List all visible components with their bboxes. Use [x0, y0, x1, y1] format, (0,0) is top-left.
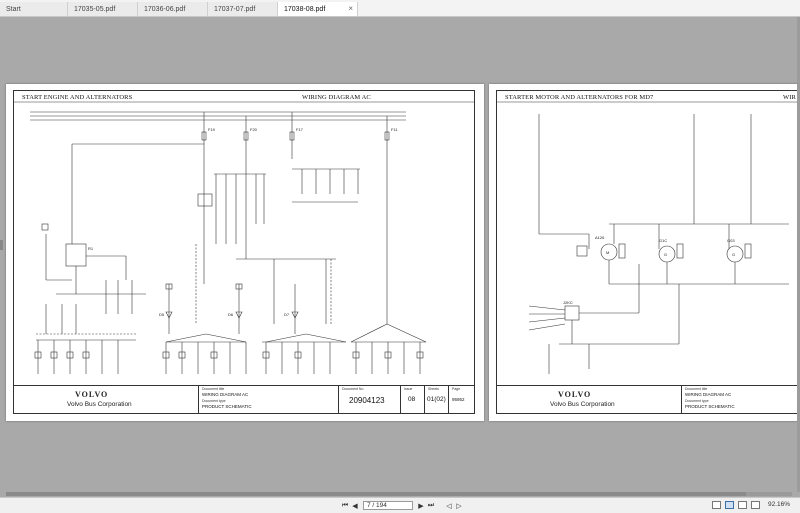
page-cell: Page 95952 [448, 386, 476, 414]
fuse-label-f19: F19 [208, 127, 216, 132]
component-label-a126: A126 [595, 235, 605, 240]
cover-view-icon[interactable] [751, 501, 760, 509]
issue-number: 08 [408, 396, 416, 403]
page-heading-left: START ENGINE AND ALTERNATORS [22, 94, 133, 101]
vertical-scrollbar[interactable] [797, 17, 800, 492]
tab-17038-08[interactable]: 17038-08.pdf × [278, 2, 358, 16]
volvo-logo: VOLVO [558, 390, 592, 399]
wiring-schematic: F19 F20 F17 F11 R1 D5 D6 D7 [14, 101, 474, 374]
single-page-view-icon[interactable] [712, 501, 721, 509]
component-label-r1: R1 [88, 246, 94, 251]
tab-label: 17035-05.pdf [74, 5, 116, 13]
tab-label: Start [6, 5, 21, 13]
status-toolbar: ⏮ ◀ 7 / 194 ▶ ⏭ ◁ ▷ 92.16% [0, 497, 800, 513]
title-block: VOLVO Volvo Bus Corporation Document tit… [496, 385, 800, 414]
issue-cell: Issue 08 [400, 386, 425, 414]
doc-type: PRODUCT SCHEMATIC [685, 404, 735, 409]
tab-bar: Start 17035-05.pdf 17036-06.pdf 17037-07… [0, 0, 800, 17]
fuse-label-f20: F20 [250, 127, 258, 132]
page-heading-left: STARTER MOTOR AND ALTERNATORS FOR MD7 [505, 94, 654, 101]
sheet-number: 01(02) [427, 396, 446, 403]
page-navigation: ⏮ ◀ 7 / 194 ▶ ⏭ ◁ ▷ [340, 500, 464, 511]
doc-title-cell: Document title WIRING DIAGRAM AC Documen… [681, 386, 800, 414]
pdf-page-1: START ENGINE AND ALTERNATORS WIRING DIAG… [6, 84, 484, 421]
doc-title: WIRING DIAGRAM AC [685, 392, 732, 397]
page-number-input[interactable]: 7 / 194 [363, 501, 413, 510]
component-label-g03: G03 [727, 238, 735, 243]
doc-title: WIRING DIAGRAM AC [202, 392, 249, 397]
page-frame [496, 90, 800, 414]
doc-type: PRODUCT SCHEMATIC [202, 404, 252, 409]
fuse-label-f11: F11 [391, 127, 398, 132]
component-label-d6: D6 [228, 312, 234, 317]
corporation-name: Volvo Bus Corporation [67, 401, 132, 408]
prev-page-icon[interactable]: ◀ [352, 502, 358, 510]
facing-view-icon[interactable] [738, 501, 747, 509]
fuse-label-f17: F17 [296, 127, 304, 132]
horizontal-scrollbar[interactable] [6, 492, 792, 496]
scrollbar-thumb[interactable] [6, 492, 746, 496]
tab-label: 17036-06.pdf [144, 5, 186, 13]
doc-title-cell: Document title WIRING DIAGRAM AC Documen… [198, 386, 339, 414]
corporation-name: Volvo Bus Corporation [550, 401, 615, 408]
starter-schematic: A126 G1C G03 J2KC M G G [497, 101, 800, 374]
component-label-d7: D7 [284, 312, 290, 317]
motor-symbol: M [606, 250, 609, 255]
doc-number: 20904123 [349, 396, 385, 405]
zoom-level[interactable]: 92.16% [767, 501, 790, 508]
component-label-g1c: G1C [659, 238, 667, 243]
generator-symbol: G [732, 252, 735, 257]
page-frame [13, 90, 475, 414]
tab-17036-06[interactable]: 17036-06.pdf [138, 2, 208, 16]
continuous-view-icon[interactable] [725, 501, 734, 509]
generator-symbol: G [664, 252, 667, 257]
first-page-icon[interactable]: ⏮ [341, 501, 349, 509]
document-workspace[interactable]: START ENGINE AND ALTERNATORS WIRING DIAG… [0, 17, 800, 497]
forward-icon[interactable]: ▷ [456, 502, 462, 510]
volvo-logo: VOLVO [75, 390, 109, 399]
tab-start[interactable]: Start [0, 2, 68, 16]
tab-17037-07[interactable]: 17037-07.pdf [208, 2, 278, 16]
title-block: VOLVO Volvo Bus Corporation Document tit… [13, 385, 475, 414]
component-label-j2kc: J2KC [563, 300, 573, 305]
page-heading-right: WIR [783, 94, 796, 101]
tab-17035-05[interactable]: 17035-05.pdf [68, 2, 138, 16]
next-page-icon[interactable]: ▶ [418, 502, 424, 510]
splitter-handle[interactable] [0, 240, 3, 250]
sheet-cell: Sheets 01(02) [424, 386, 449, 414]
close-icon[interactable]: × [348, 4, 353, 13]
tab-label: 17037-07.pdf [214, 5, 256, 13]
back-icon[interactable]: ◁ [446, 502, 452, 510]
doc-number-cell: Document No 20904123 [338, 386, 401, 414]
last-page-icon[interactable]: ⏭ [427, 501, 435, 509]
page-heading-right: WIRING DIAGRAM AC [302, 94, 371, 101]
component-label-d5: D5 [159, 312, 165, 317]
tab-label: 17038-08.pdf [284, 5, 326, 13]
page-code: 95952 [452, 397, 465, 402]
pdf-page-2: STARTER MOTOR AND ALTERNATORS FOR MD7 WI… [489, 84, 800, 421]
